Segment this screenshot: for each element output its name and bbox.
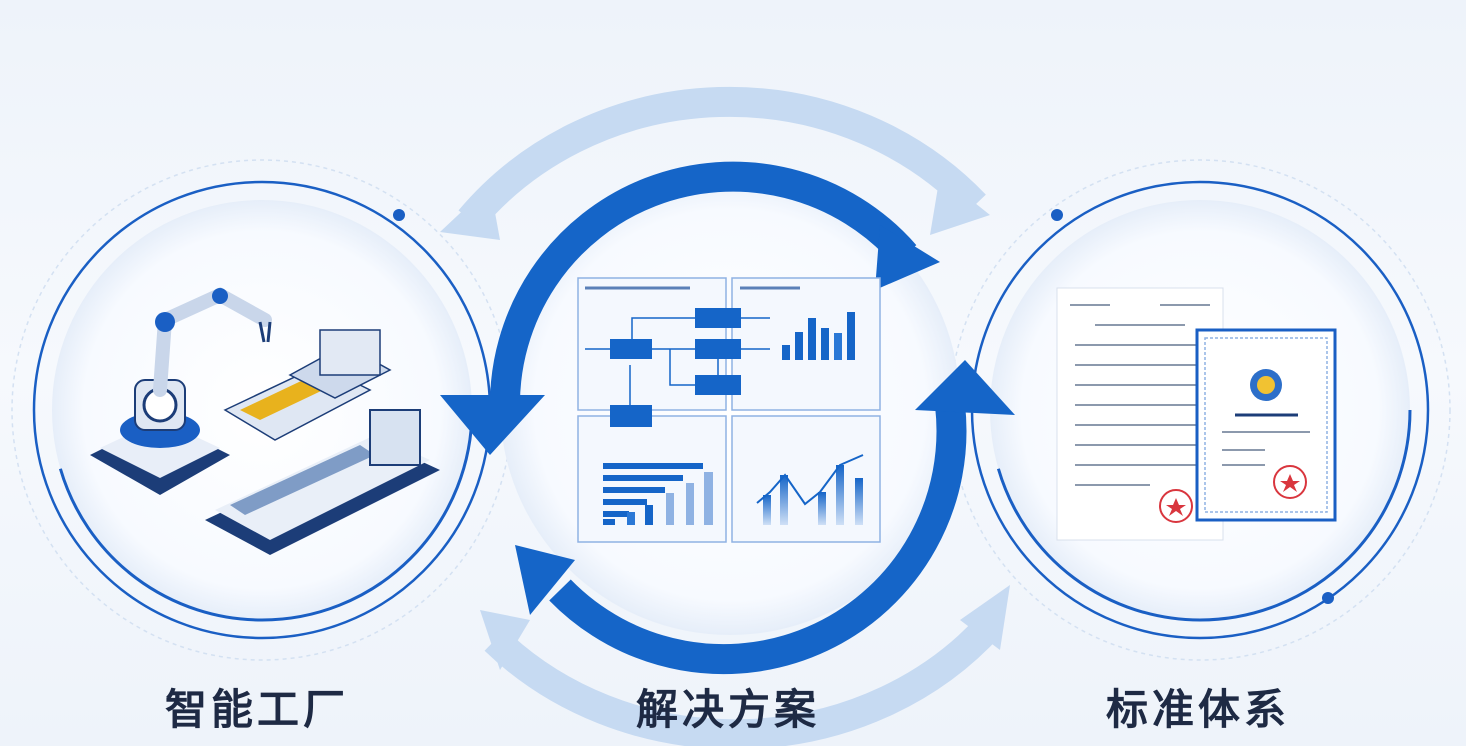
standards-circle [949, 159, 1451, 661]
solution-circle [440, 161, 1015, 675]
certificate-icon [1056, 287, 1337, 541]
smart-factory-circle [11, 159, 513, 661]
standards-label: 标准体系 [1105, 685, 1290, 734]
smart-factory-label: 智能工厂 [164, 685, 349, 734]
dashboard-icon [577, 277, 881, 543]
light-cycle-arrows [440, 86, 1010, 746]
solution-label: 解决方案 [635, 685, 820, 734]
robot-arm-factory-icon [90, 287, 440, 555]
